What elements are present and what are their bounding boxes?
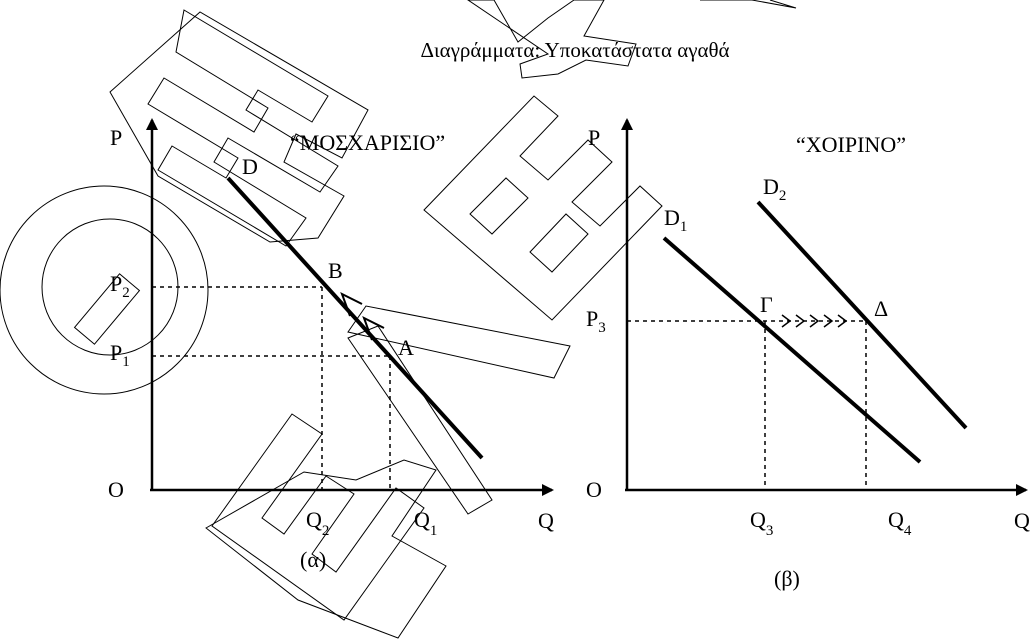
shift-arrows <box>781 314 848 328</box>
panel-a-y-axis-label: P <box>110 125 122 150</box>
p3-sub: 3 <box>598 320 606 336</box>
q2-sub: 2 <box>322 523 330 539</box>
d2-sub: 2 <box>779 188 787 204</box>
panel-a: P Q O “ΜΟΣΧΑΡΙΣΙΟ” D B A P2 P1 Q2 Q1 (α) <box>108 118 554 572</box>
p2-sub: 2 <box>122 285 130 301</box>
watermark-e-top-left-outer <box>109 11 369 243</box>
movement-arrow-2 <box>340 291 363 317</box>
q1-main: Q <box>414 507 430 532</box>
demand-curve-d <box>226 176 484 460</box>
point-b-label: B <box>328 258 343 283</box>
watermark-bar-diagonal <box>347 325 493 515</box>
d1-main: D <box>664 205 680 230</box>
demand-curve-d2 <box>756 200 968 430</box>
panel-a-origin-label: O <box>108 477 124 502</box>
d2-main: D <box>763 174 779 199</box>
q1-tick-label: Q1 <box>414 507 437 539</box>
watermark-small-rect <box>73 273 141 345</box>
watermark-shapes <box>0 0 797 639</box>
p1-sub: 1 <box>122 354 130 370</box>
q4-main: Q <box>888 507 904 532</box>
watermark-e-top-left <box>147 9 339 247</box>
watermark-e-bottom-outer <box>205 459 447 639</box>
watermark-y-stroke <box>700 0 797 9</box>
panel-a-caption: (α) <box>300 547 326 572</box>
q3-sub: 3 <box>766 523 774 539</box>
q3-main: Q <box>750 507 766 532</box>
panel-b-caption: (β) <box>774 566 800 591</box>
curve-d-label: D <box>242 154 258 179</box>
q1-sub: 1 <box>430 523 438 539</box>
panel-b-y-axis-label: P <box>588 125 600 150</box>
p3-main: P <box>586 306 598 331</box>
panel-b-x-axis-label: Q <box>1014 508 1030 533</box>
watermark-e-middle-inner <box>469 177 589 273</box>
d1-sub: 1 <box>680 219 688 235</box>
demand-curve-d1 <box>662 236 922 464</box>
q2-main: Q <box>306 507 322 532</box>
panel-b-origin-label: O <box>586 477 602 502</box>
watermark-bar-right <box>347 305 571 379</box>
panel-b-heading: “ΧΟΙΡΙΝΟ” <box>796 132 906 157</box>
watermark-y-top <box>467 0 637 79</box>
panel-a-x-axis-label: Q <box>538 508 554 533</box>
point-a-label: A <box>398 335 414 360</box>
p1-main: P <box>110 340 122 365</box>
q2-tick-label: Q2 <box>306 507 329 539</box>
p2-main: P <box>110 271 122 296</box>
q3-tick-label: Q3 <box>750 507 773 539</box>
p1-tick-label: P1 <box>110 340 130 370</box>
d2-label: D2 <box>763 174 786 204</box>
point-delta-label: Δ <box>874 296 888 321</box>
movement-arrow-1 <box>362 315 385 341</box>
q4-sub: 4 <box>904 523 912 539</box>
watermark-e-middle <box>423 95 663 321</box>
panel-a-heading: “ΜΟΣΧΑΡΙΣΙΟ” <box>290 130 445 155</box>
point-gamma-label: Γ <box>760 292 773 317</box>
panel-b: P Q O “ΧΟΙΡΙΝΟ” D1 D2 Γ Δ P3 Q3 Q4 (β) <box>586 118 1030 591</box>
p2-tick-label: P2 <box>110 271 130 301</box>
d1-label: D1 <box>664 205 687 235</box>
p3-tick-label: P3 <box>586 306 606 336</box>
watermark-circle-outer <box>0 185 209 395</box>
q4-tick-label: Q4 <box>888 507 912 539</box>
diagram-title: Διαγράμματα: Υποκατάστατα αγαθά <box>420 38 729 62</box>
